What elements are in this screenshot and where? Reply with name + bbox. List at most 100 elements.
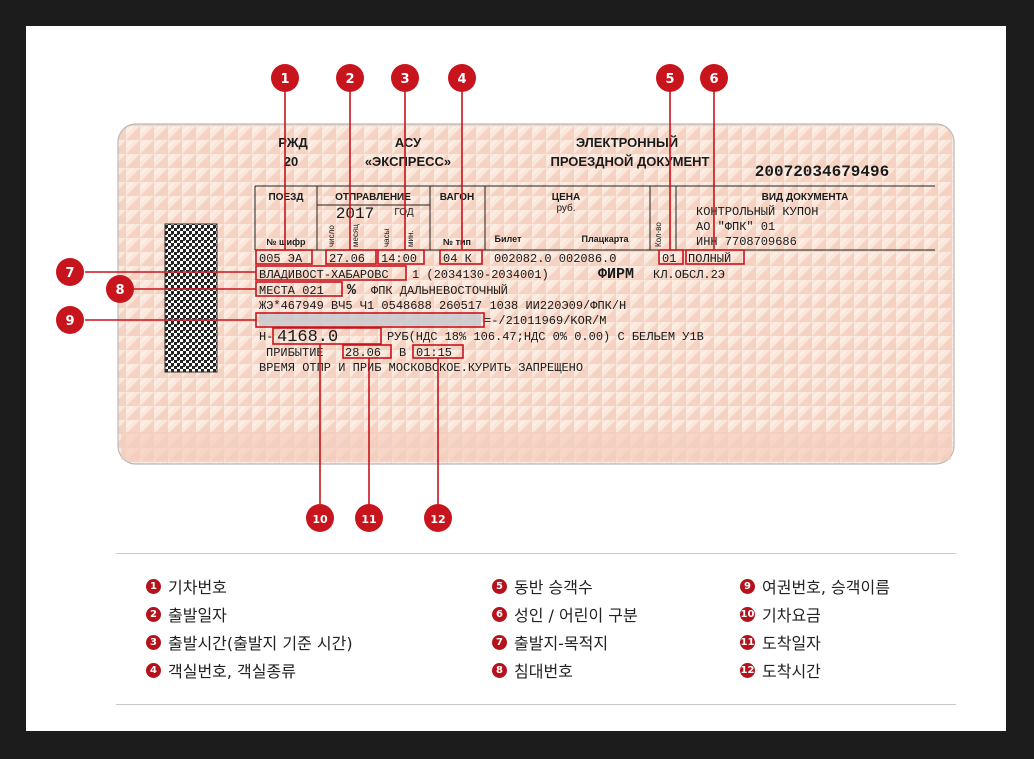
- legend-item-4: 4 객실번호, 객실종류: [146, 659, 296, 681]
- legend-text: 여권번호, 승객이름: [762, 578, 890, 597]
- doc-title-line2: ПРОЕЗДНОЙ ДОКУМЕНТ: [550, 154, 709, 169]
- departure-date: 27.06: [329, 252, 365, 266]
- col-car: ВАГОН: [440, 192, 474, 203]
- legend-text: 도착일자: [762, 634, 821, 653]
- legend-text: 출발지-목적지: [514, 634, 609, 653]
- callout-6-label: 6: [709, 72, 718, 87]
- legend-num: 1: [146, 578, 161, 594]
- legend-divider-top: [116, 553, 956, 554]
- callout-4-label: 4: [457, 72, 466, 87]
- legend-item-9: 9 여권번호, 승객이름: [740, 575, 890, 597]
- fare-amount: 4168.0: [277, 328, 338, 347]
- legend-text: 침대번호: [514, 662, 573, 681]
- callout-2-label: 2: [345, 72, 354, 87]
- callout-8-label: 8: [115, 283, 124, 298]
- callout-9: [56, 306, 84, 334]
- col-currency: руб.: [556, 202, 575, 214]
- arrival-label: ПРИБЫТИЕ: [266, 346, 324, 360]
- callout-12-label: 12: [430, 513, 445, 526]
- train-number: 005 ЭА: [259, 252, 303, 266]
- carrier: ФПК ДАЛЬНЕВОСТОЧНЫЙ: [371, 283, 508, 298]
- legend-item-2: 2 출발일자: [146, 603, 227, 625]
- legend-item-1: 1 기차번호: [146, 575, 227, 597]
- callout-9-label: 9: [65, 314, 74, 329]
- legend-num: 10: [740, 606, 755, 622]
- col-minutes: мин.: [406, 230, 415, 247]
- legend-num: 4: [146, 662, 161, 678]
- barcode: [165, 224, 217, 372]
- car-number: 04 К: [443, 252, 472, 266]
- passport-tail: =-/21011969/KOR/M: [484, 314, 606, 328]
- arrival-in: В: [399, 346, 406, 360]
- legend-item-11: 11 도착일자: [740, 631, 821, 653]
- express-label: «ЭКСПРЕСС»: [365, 154, 451, 169]
- fare-prefix: Н-: [259, 330, 273, 344]
- legend-num: 2: [146, 606, 161, 622]
- legend-text: 동반 승객수: [514, 578, 593, 597]
- legend-text: 도착시간: [762, 662, 821, 681]
- legend-text: 출발시간(출발지 기준 시간): [168, 634, 353, 653]
- legend-num: 6: [492, 606, 507, 622]
- legend-num: 11: [740, 634, 755, 650]
- legend-text: 기차요금: [762, 606, 821, 625]
- legend-text: 객실번호, 객실종류: [168, 662, 296, 681]
- legend-text: 성인 / 어린이 구분: [514, 606, 638, 625]
- asu-label: АСУ: [395, 135, 422, 150]
- callout-2: [336, 64, 364, 92]
- callout-3: [391, 64, 419, 92]
- service-class: КЛ.ОБСЛ.2Э: [653, 268, 725, 282]
- col-platzkart: Плацкарта: [581, 234, 629, 244]
- callout-4: [448, 64, 476, 92]
- col-month: месяц: [351, 224, 360, 247]
- col-hours: часы: [382, 228, 391, 247]
- legend-text: 기차번호: [168, 578, 227, 597]
- top-left-num: 20: [284, 154, 298, 169]
- departure-time: 14:00: [381, 252, 417, 266]
- col-departure: ОТПРАВЛЕНИЕ: [335, 192, 411, 203]
- route: ВЛАДИВОСТ-ХАБАРОВС: [259, 268, 389, 282]
- legend-item-10: 10 기차요금: [740, 603, 821, 625]
- year: 2017: [336, 205, 374, 223]
- col-day: число: [327, 225, 336, 247]
- callout-8: [106, 275, 134, 303]
- callout-6: [700, 64, 728, 92]
- doc-title-line1: ЭЛЕКТРОННЫЙ: [576, 135, 678, 150]
- arrival-time: 01:15: [416, 346, 452, 360]
- passenger-count: 01: [662, 252, 676, 266]
- legend-text: 출발일자: [168, 606, 227, 625]
- doc-type-line2: АО "ФПК" 01: [696, 220, 775, 234]
- callout-1: [271, 64, 299, 92]
- prices: 002082.0 002086.0: [494, 252, 616, 266]
- callout-11-label: 11: [361, 513, 376, 526]
- legend-item-6: 6 성인 / 어린이 구분: [492, 603, 638, 625]
- callout-7: [56, 258, 84, 286]
- callout-10-label: 10: [312, 513, 328, 526]
- callout-3-label: 3: [400, 72, 409, 87]
- col-train-num: № шифр: [267, 237, 306, 247]
- top-left-label: РЖД: [278, 135, 308, 150]
- callout-11: [355, 504, 383, 532]
- fare-details: РУБ(НДС 18% 106.47;НДС 0% 0.00) С БЕЛЬЕМ…: [387, 330, 704, 344]
- route-codes: 1 (2034130-2034001): [412, 268, 549, 282]
- seat-symbol: %: [347, 282, 357, 299]
- callout-12: [424, 504, 452, 532]
- arrival-date: 28.06: [345, 346, 381, 360]
- col-doc-type: ВИД ДОКУМЕНТА: [762, 192, 849, 203]
- col-count: Кол-во: [654, 222, 663, 247]
- code-line: ЖЭ*467949 ВЧ5 Ч1 0548688 260517 1038 ИИ2…: [259, 299, 626, 313]
- firm-label: ФИРМ: [598, 266, 634, 283]
- passport-redacted: [259, 314, 481, 326]
- col-train: ПОЕЗД: [268, 192, 303, 203]
- col-price: ЦЕНА: [552, 192, 580, 203]
- col-car-num: № тип: [443, 237, 471, 247]
- year-suffix: ГОД: [394, 207, 413, 218]
- doc-type-line1: КОНТРОЛЬНЫЙ КУПОН: [696, 204, 818, 219]
- footer-line: ВРЕМЯ ОТПР И ПРИБ МОСКОВСКОЕ.КУРИТЬ ЗАПР…: [259, 361, 583, 375]
- callout-5-label: 5: [665, 72, 674, 87]
- legend-num: 9: [740, 578, 755, 594]
- callout-7-label: 7: [65, 266, 74, 281]
